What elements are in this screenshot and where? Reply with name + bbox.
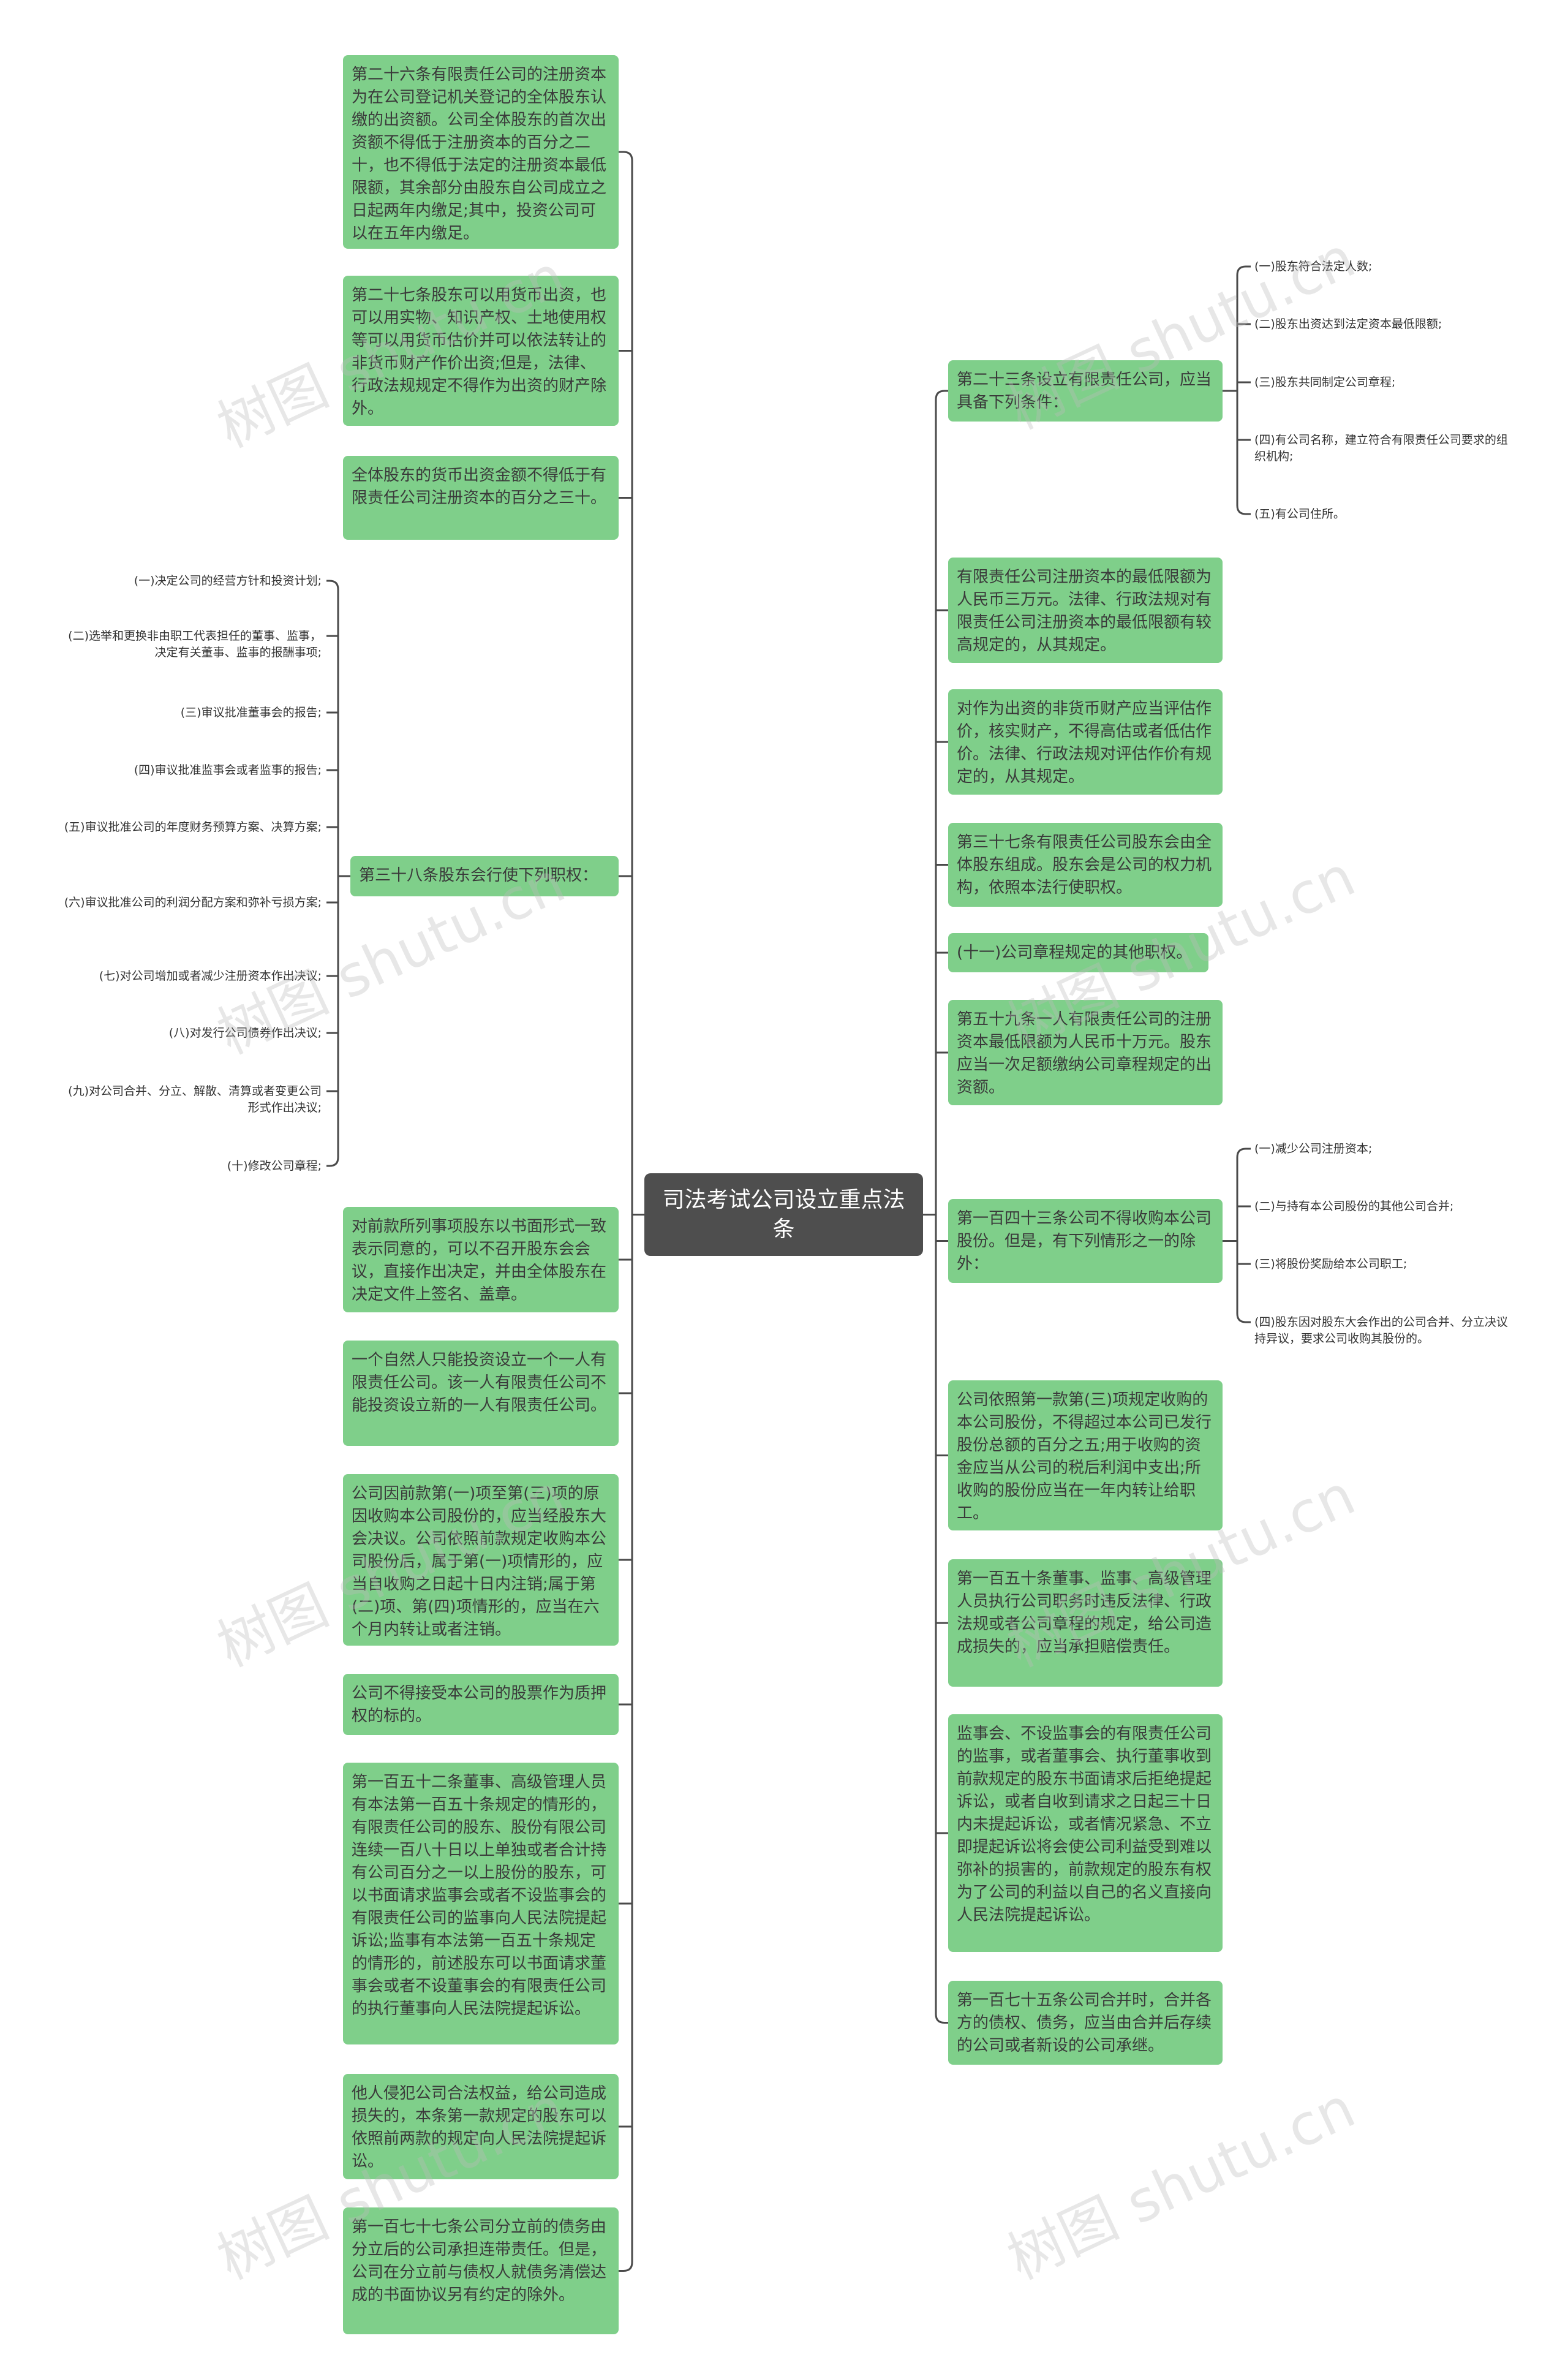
left-topic-1[interactable]: 第二十六条有限责任公司的注册资本为在公司登记机关登记的全体股东认缴的出资额。公司…	[343, 55, 619, 249]
right-topic-2[interactable]: 有限责任公司注册资本的最低限额为人民币三万元。法律、行政法规对有限责任公司注册资…	[948, 558, 1223, 663]
right-topic-3[interactable]: 对作为出资的非货币财产应当评估作价，核实财产，不得高估或者低估作价。法律、行政法…	[948, 689, 1223, 795]
right-topic-1[interactable]: 第二十三条设立有限责任公司，应当具备下列条件：	[948, 360, 1223, 422]
left-subtopic[interactable]: (二)选举和更换非由职工代表担任的董事、监事，决定有关董事、监事的报酬事项;	[68, 629, 322, 659]
left-subtopic[interactable]: (四)审议批准监事会或者监事的报告;	[134, 763, 322, 777]
right-subtopic[interactable]: (一)股东符合法定人数;	[1254, 260, 1373, 273]
right-topic-10[interactable]: 监事会、不设监事会的有限责任公司的监事，或者董事会、执行董事收到前款规定的股东书…	[948, 1714, 1223, 1952]
connector-line	[619, 151, 633, 161]
connector-line	[1236, 1148, 1251, 1158]
left-subtopic[interactable]: (三)审议批准董事会的报告;	[180, 706, 322, 719]
connector-line	[935, 390, 948, 400]
left-subtopic[interactable]: (五)审议批准公司的年度财务预算方案、决算方案;	[64, 820, 322, 834]
connector-line	[619, 2262, 633, 2272]
left-topic-8[interactable]: 公司不得接受本公司的股票作为质押权的标的。	[343, 1674, 619, 1735]
right-subtopic[interactable]: (三)将股份奖励给本公司职工;	[1254, 1257, 1408, 1271]
right-topic-11[interactable]: 第一百七十五条公司合并时，合并各方的债权、债务，应当由合并后存续的公司或者新设的…	[948, 1981, 1223, 2065]
right-topic-8[interactable]: 公司依照第一款第(三)项规定收购的本公司股份，不得超过本公司已发行股份总额的百分…	[948, 1380, 1223, 1530]
right-subtopic[interactable]: (四)股东因对股东大会作出的公司合并、分立决议持异议，要求公司收购其股份的。	[1254, 1315, 1508, 1345]
connector-line	[326, 1157, 339, 1167]
left-topic-3[interactable]: 全体股东的货币出资金额不得低于有限责任公司注册资本的百分之三十。	[343, 456, 619, 540]
left-topic-4[interactable]: 第三十八条股东会行使下列职权：	[350, 856, 619, 896]
connector-line	[1236, 265, 1251, 276]
connector-line	[1236, 1313, 1251, 1323]
right-subtopic[interactable]: (二)股东出资达到法定资本最低限额;	[1254, 317, 1442, 331]
right-topic-4[interactable]: 第三十七条有限责任公司股东会由全体股东组成。股东会是公司的权力机构，依照本法行使…	[948, 823, 1223, 907]
left-topic-6[interactable]: 一个自然人只能投资设立一个一人有限责任公司。该一人有限责任公司不能投资设立新的一…	[343, 1341, 619, 1446]
left-subtopic[interactable]: (八)对发行公司债券作出决议;	[168, 1026, 322, 1040]
left-subtopic[interactable]: (一)决定公司的经营方针和投资计划;	[134, 574, 322, 588]
left-topic-11[interactable]: 第一百七十七条公司分立前的债务由分立后的公司承担连带责任。但是，公司在分立前与债…	[343, 2207, 619, 2334]
left-topic-9[interactable]: 第一百五十二条董事、高级管理人员有本法第一百五十条规定的情形的，有限责任公司的股…	[343, 1763, 619, 2044]
connector-line	[326, 580, 339, 590]
left-subtopic[interactable]: (七)对公司增加或者减少注册资本作出决议;	[99, 969, 322, 983]
left-subtopic[interactable]: (六)审议批准公司的利润分配方案和弥补亏损方案;	[64, 896, 322, 909]
right-subtopic[interactable]: (四)有公司名称，建立符合有限责任公司要求的组织机构;	[1254, 433, 1508, 463]
right-topic-9[interactable]: 第一百五十条董事、监事、高级管理人员执行公司职务时违反法律、行政法规或者公司章程…	[948, 1559, 1223, 1687]
right-subtopic[interactable]: (一)减少公司注册资本;	[1254, 1142, 1373, 1155]
root-topic[interactable]: 司法考试公司设立重点法条	[644, 1173, 923, 1256]
left-topic-10[interactable]: 他人侵犯公司合法权益，给公司造成损失的，本条第一款规定的股东可以依照前两款的规定…	[343, 2074, 619, 2179]
connector-line	[1236, 505, 1251, 515]
right-subtopic[interactable]: (二)与持有本公司股份的其他公司合并;	[1254, 1200, 1454, 1213]
right-subtopic[interactable]: (五)有公司住所。	[1254, 507, 1345, 521]
left-subtopic[interactable]: (九)对公司合并、分立、解散、清算或者变更公司形式作出决议;	[68, 1084, 322, 1114]
right-topic-6[interactable]: 第五十九条一人有限责任公司的注册资本最低限额为人民币十万元。股东应当一次足额缴纳…	[948, 1000, 1223, 1105]
right-subtopic[interactable]: (三)股东共同制定公司章程;	[1254, 376, 1396, 389]
right-topic-5[interactable]: (十一)公司章程规定的其他职权。	[948, 933, 1208, 972]
left-topic-2[interactable]: 第二十七条股东可以用货币出资，也可以用实物、知识产权、土地使用权等可以用货币估价…	[343, 276, 619, 426]
left-topic-7[interactable]: 公司因前款第(一)项至第(三)项的原因收购本公司股份的，应当经股东大会决议。公司…	[343, 1474, 619, 1646]
connector-line	[935, 2014, 948, 2024]
right-topic-7[interactable]: 第一百四十三条公司不得收购本公司股份。但是，有下列情形之一的除外：	[948, 1199, 1223, 1283]
left-topic-5[interactable]: 对前款所列事项股东以书面形式一致表示同意的，可以不召开股东会会议，直接作出决定，…	[343, 1207, 619, 1312]
left-subtopic[interactable]: (十)修改公司章程;	[227, 1159, 322, 1173]
